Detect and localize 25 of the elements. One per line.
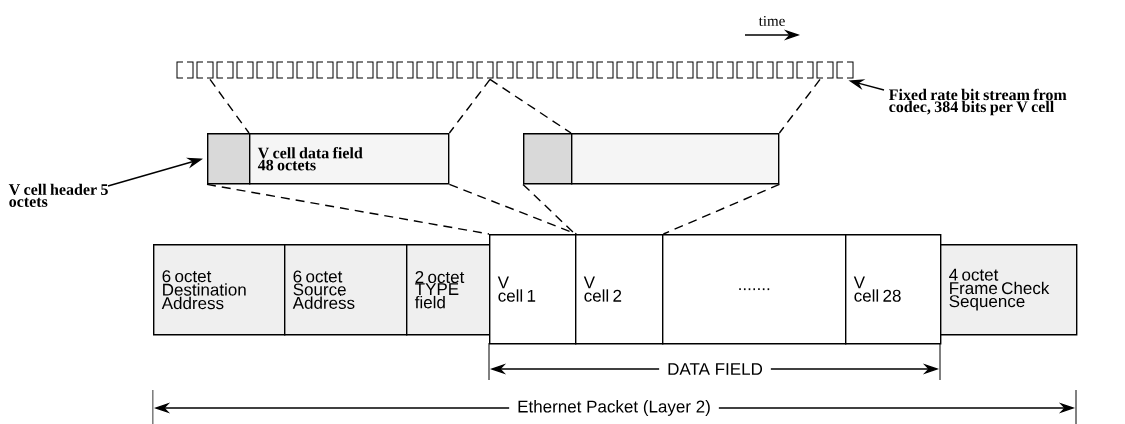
cell-slot-box: V cell 28 — [845, 234, 942, 345]
packet-field-box: 6 octet Destination Address — [153, 244, 286, 336]
bit-stream-drawing — [176, 61, 854, 79]
dashed-connector — [206, 183, 490, 235]
dashed-connector — [489, 78, 572, 134]
packet-field-box: 6 octet Source Address — [284, 244, 408, 336]
dashed-connector — [778, 78, 821, 134]
dashed-connector — [448, 78, 491, 134]
dashed-connector — [662, 183, 781, 235]
dimension-label: DATA FIELD — [659, 359, 771, 379]
axis-label: time — [758, 15, 785, 26]
packet-field-box: 4 octet Frame Check Sequence — [940, 244, 1078, 336]
dashed-connector — [522, 183, 576, 235]
dimension-label: Ethernet Packet (Layer 2) — [509, 396, 719, 420]
cell-data-box — [571, 133, 780, 185]
cell-data-box: V cell data field 48 octets — [249, 133, 450, 185]
dashed-connector — [448, 183, 578, 235]
cell-slot-box: V cell 1 — [489, 234, 577, 345]
cell-slot-box: V cell 2 — [575, 234, 664, 345]
dashed-connector — [209, 78, 250, 134]
callout-text: Fixed rate bit stream from codec, 384 bits per V cell — [888, 88, 1067, 116]
cell-header-box — [207, 133, 251, 185]
packet-field-box: 2 octet TYPE field — [406, 244, 491, 336]
callout-text: V cell header 5 octets — [8, 183, 108, 207]
cell-header-box — [523, 133, 573, 185]
